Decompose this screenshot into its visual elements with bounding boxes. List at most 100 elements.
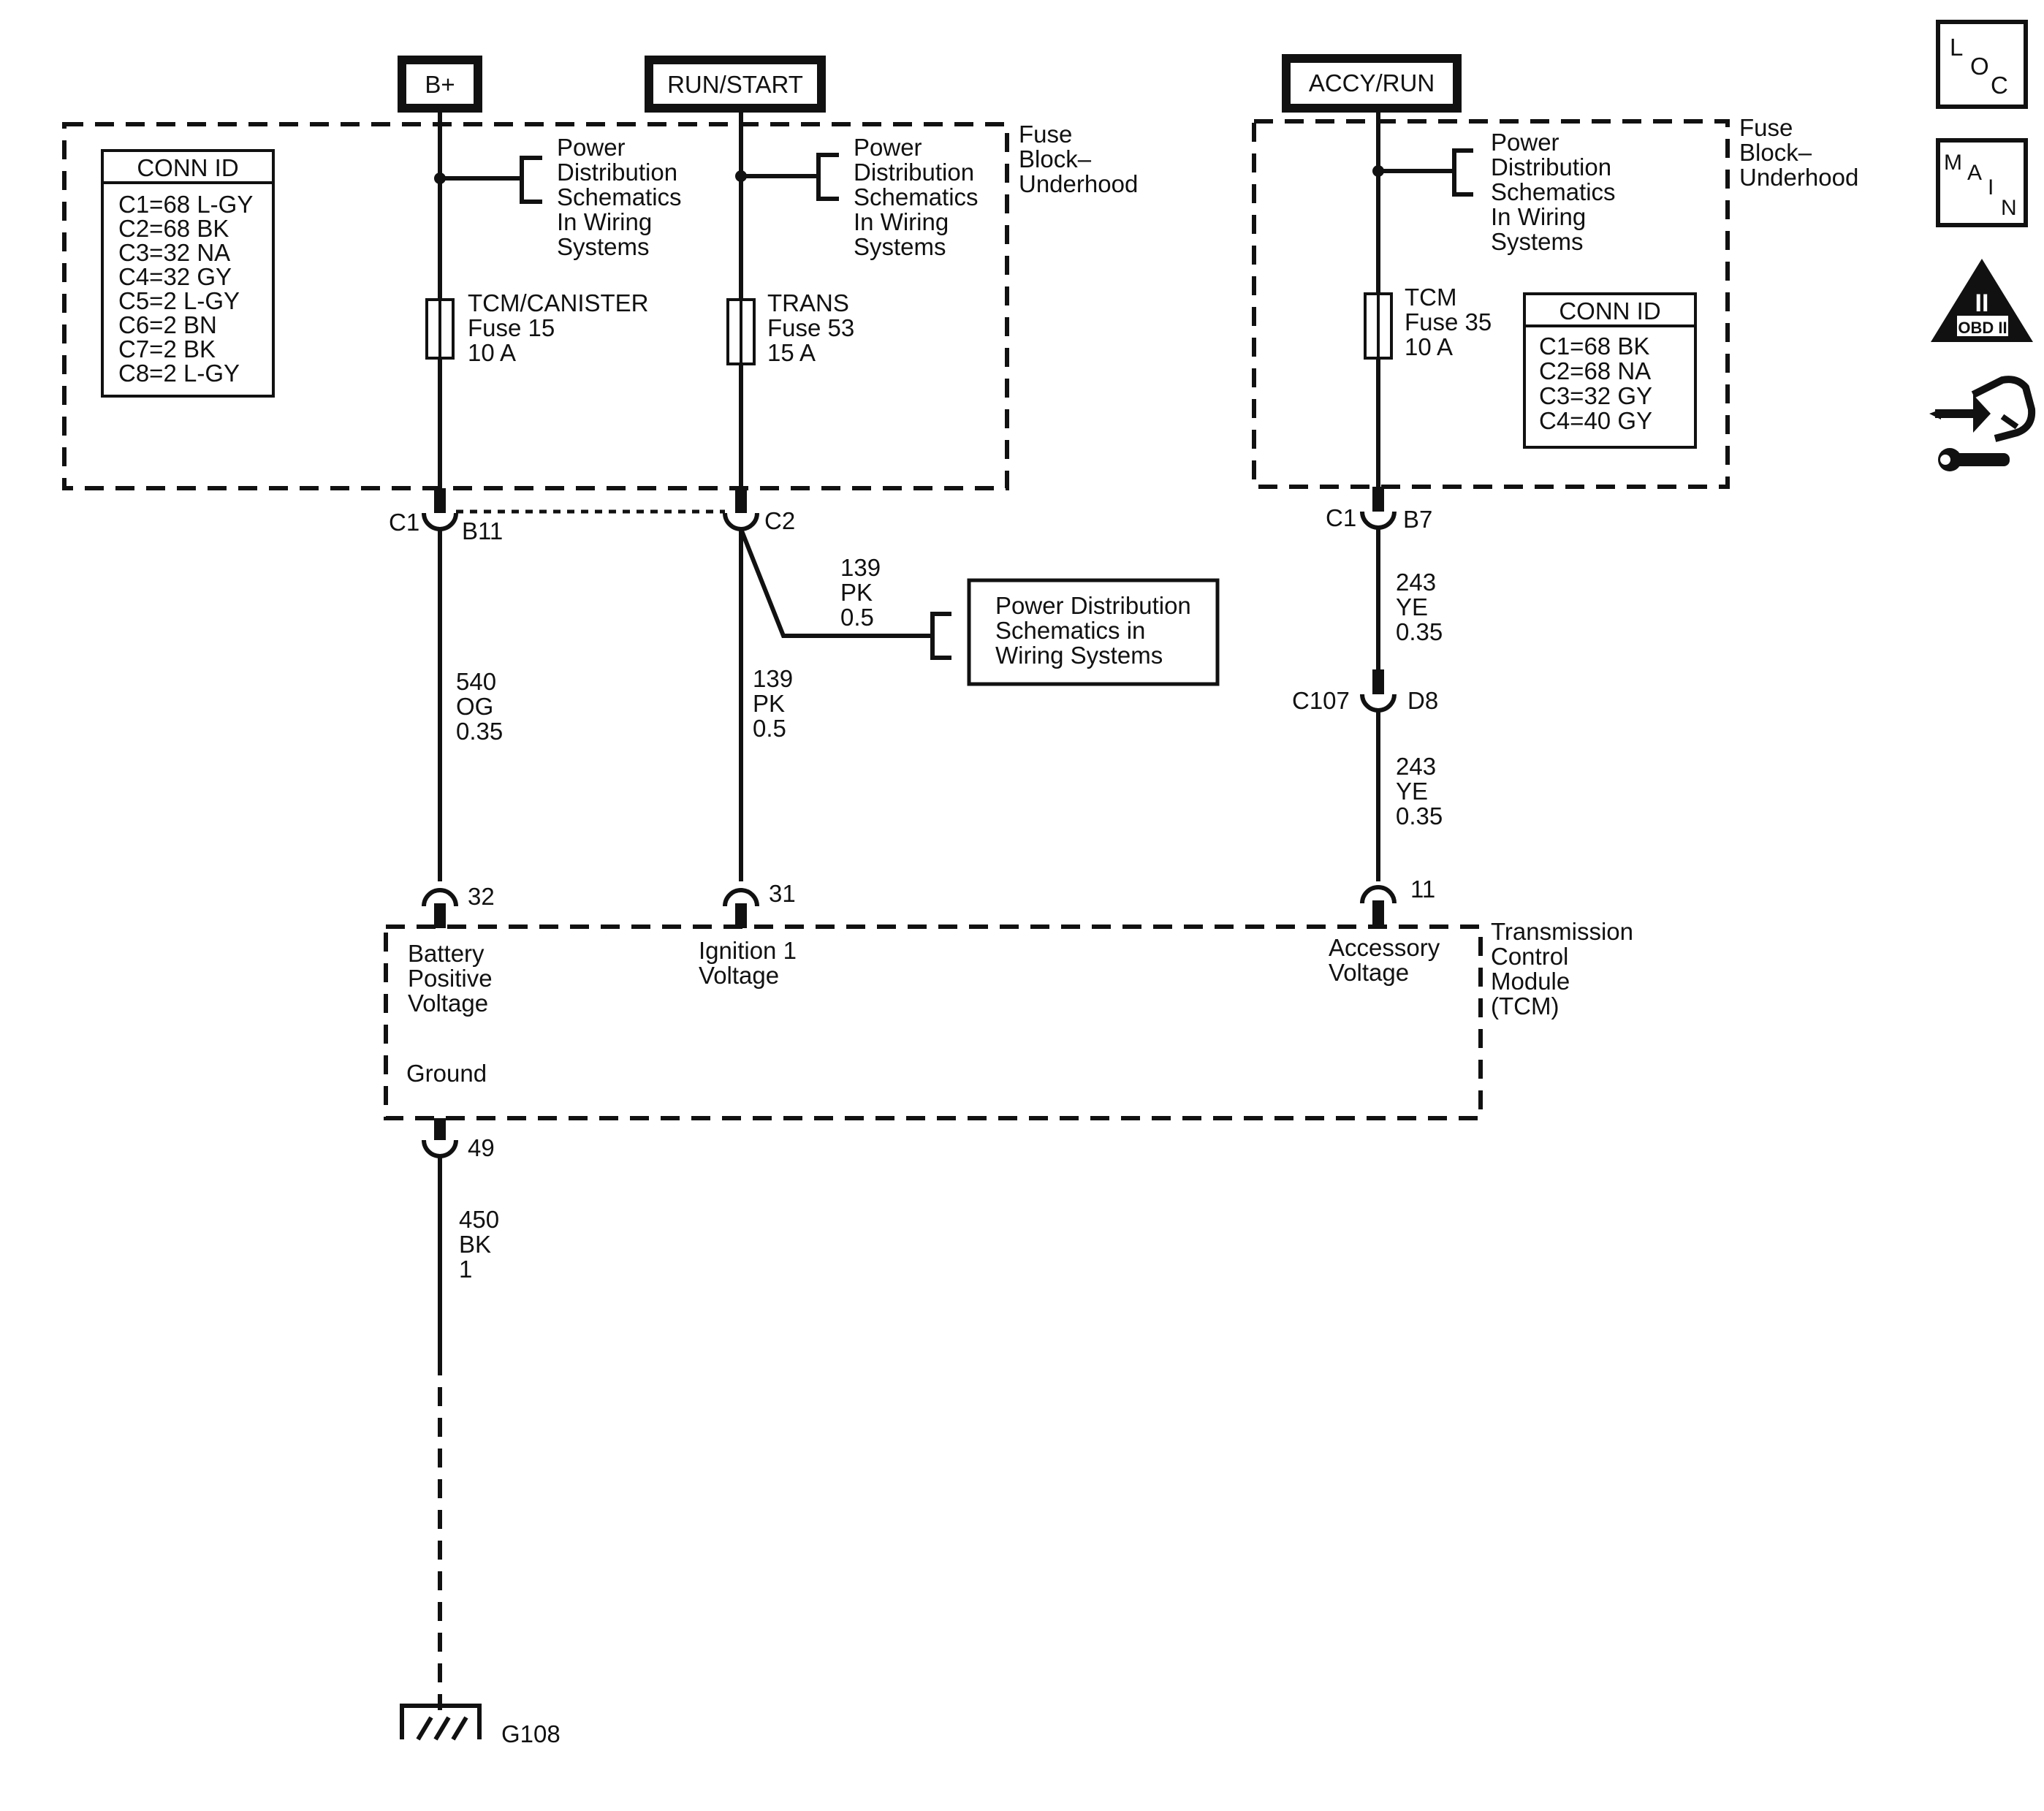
main-letter: A (1967, 161, 1982, 185)
pds-ref-line: In Wiring (1491, 203, 1586, 230)
source-runstart: RUN/START (645, 56, 826, 113)
fuse-block-label-line: Block– (1739, 139, 1812, 166)
fuse-35-number: Fuse 35 (1405, 308, 1492, 335)
loc-icon[interactable]: L O C (1936, 20, 2028, 109)
conn-id-title: CONN ID (137, 154, 238, 181)
wire-243-bottom-circuit: 243 (1396, 753, 1436, 780)
fuse-53-number: Fuse 53 (767, 314, 854, 341)
wire-139-gauge: 0.5 (753, 715, 786, 742)
circuit-runstart: Power Distribution Schematics In Wiring … (726, 113, 979, 488)
conn-id-row: C3=32 GY (1539, 382, 1652, 409)
connector-c107: C107 D8 (1292, 669, 1438, 714)
connector-label: C2 (764, 507, 795, 534)
ground-id: G108 (501, 1720, 561, 1747)
wire-540-gauge: 0.35 (456, 718, 503, 745)
pds-ref-line: Distribution (557, 159, 677, 186)
wire-243-bottom-color: YE (1396, 778, 1428, 805)
wire-540-circuit: 540 (456, 668, 496, 695)
loc-letter: L (1950, 34, 1963, 61)
tcm-label-line: (TCM) (1491, 992, 1559, 1020)
conn-id-row: C2=68 NA (1539, 357, 1651, 384)
fuse-block-label-line: Block– (1019, 145, 1092, 172)
wire-139-branch-color: PK (840, 579, 873, 606)
conn-id-row: C3=32 NA (118, 239, 230, 266)
tcm-battery-label: Battery (408, 940, 485, 967)
conn-id-row: C1=68 BK (1539, 333, 1649, 360)
pds-ref-line: Schematics (854, 183, 979, 210)
connector-label: C107 (1292, 687, 1350, 714)
wire-450-gauge: 1 (459, 1256, 472, 1283)
tcm-pin-31: 31 (769, 880, 796, 907)
obd-label: OBD II (1958, 319, 2007, 337)
loc-letter: O (1970, 53, 1989, 80)
wire-450-color: BK (459, 1231, 491, 1258)
pds-ref-line: Systems (854, 233, 946, 260)
fuse-block-label-line: Fuse (1739, 114, 1793, 141)
conn-id-table-right: CONN ID C1=68 BK C2=68 NA C3=32 GY C4=40… (1523, 292, 1697, 449)
fuse-35-rating: 10 A (1405, 333, 1453, 360)
fuse-block-label-line: Underhood (1739, 164, 1858, 191)
wire-450-circuit: 450 (459, 1206, 499, 1233)
main-letter: I (1988, 175, 1994, 200)
fuse-35-name: TCM (1405, 284, 1456, 311)
wire-139-branch-gauge: 0.5 (840, 604, 874, 631)
obd-numeral: II (1975, 289, 1989, 317)
tcm-ignition-label: Voltage (699, 962, 779, 989)
main-icon[interactable]: M A I N (1936, 138, 2028, 227)
source-accyrun-label: ACCY/RUN (1309, 69, 1435, 96)
fuse-53-rating: 15 A (767, 339, 816, 366)
main-letter: N (2001, 196, 2017, 220)
conn-id-row: C4=40 GY (1539, 407, 1652, 434)
connector-label: C1 (389, 509, 419, 536)
hand-wrench-icon[interactable] (1929, 376, 2036, 471)
connector-c2: C2 (723, 488, 795, 534)
wire-139-circuit: 139 (753, 665, 793, 692)
source-bplus-label: B+ (425, 71, 455, 98)
fuse-block-underhood-left: Fuse Block– Underhood (62, 121, 1138, 490)
conn-id-row: C6=2 BN (118, 311, 217, 338)
conn-id-row: C4=32 GY (118, 263, 232, 290)
fuse-15-name: TCM/CANISTER (468, 289, 649, 316)
circuit-bplus: Power Distribution Schematics In Wiring … (425, 113, 682, 488)
tcm-ignition-label: Ignition 1 (699, 937, 797, 964)
conn-id-title: CONN ID (1559, 297, 1660, 324)
pds-ref-line: Schematics (557, 183, 682, 210)
pds-ref-line: Systems (557, 233, 650, 260)
conn-id-row: C5=2 L-GY (118, 287, 240, 314)
tcm-battery-label: Voltage (408, 990, 488, 1017)
tcm-pin-49: 49 (468, 1134, 495, 1161)
source-runstart-label: RUN/START (667, 71, 803, 98)
pds-ref-line: Distribution (1491, 153, 1611, 181)
conn-id-row: C1=68 L-GY (118, 191, 253, 218)
fuse-block-underhood-right: Fuse Block– Underhood (1252, 114, 1858, 489)
tcm-pin-11: 11 (1410, 876, 1435, 903)
tcm-label-line: Control (1491, 943, 1568, 970)
wire-243-bottom-gauge: 0.35 (1396, 802, 1443, 829)
tcm-pin-32: 32 (468, 883, 495, 910)
wire-139-color: PK (753, 690, 785, 717)
connector-c1-b11: C1 B11 (389, 488, 503, 544)
connector-pin-label: B11 (462, 517, 503, 544)
connector-c1-b7: C1 B7 (1326, 487, 1432, 533)
tcm-label-line: Transmission (1491, 918, 1633, 945)
pds-ref-line: Schematics (1491, 178, 1616, 205)
connector-label: C1 (1326, 504, 1356, 531)
tcm-module: Transmission Control Module (TCM) 32 31 … (384, 876, 1633, 1161)
main-letter: M (1944, 151, 1962, 175)
conn-id-row: C2=68 BK (118, 215, 229, 242)
conn-id-table-left: CONN ID C1=68 L-GY C2=68 BK C3=32 NA C4=… (101, 149, 275, 398)
pds-ref-line: Distribution (854, 159, 974, 186)
fuse-15-number: Fuse 15 (468, 314, 555, 341)
wire-243-top-circuit: 243 (1396, 569, 1436, 596)
obd-ii-icon[interactable]: II OBD II (1931, 259, 2033, 342)
loc-letter: C (1991, 72, 2008, 99)
pds-ref-line: Systems (1491, 228, 1584, 255)
source-accyrun: ACCY/RUN (1282, 54, 1462, 113)
fuse-block-label-line: Fuse (1019, 121, 1072, 148)
pds-ref-line: Power (1491, 129, 1559, 156)
fuse-block-label-line: Underhood (1019, 170, 1138, 197)
wire-243-top-color: YE (1396, 593, 1428, 620)
conn-id-row: C8=2 L-GY (118, 360, 240, 387)
tcm-battery-label: Positive (408, 965, 493, 992)
fuse-15-rating: 10 A (468, 339, 516, 366)
